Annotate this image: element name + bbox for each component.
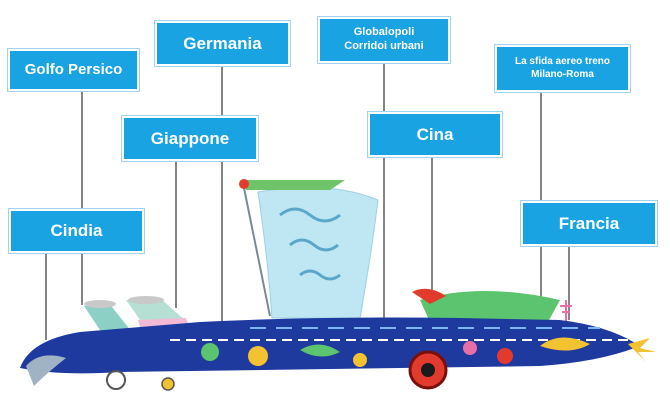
- label-cina: Cina: [368, 112, 502, 157]
- sail-pattern: [279, 207, 341, 281]
- label-francia: Francia: [521, 201, 657, 246]
- label-sfida: La sfida aereo treno Milano-Roma: [495, 45, 630, 92]
- patch-pink: [463, 341, 477, 355]
- label-golfo-persico: Golfo Persico: [8, 49, 139, 91]
- front-dome: [420, 291, 560, 322]
- patch-yellow: [248, 346, 268, 366]
- sail-mast: [243, 187, 271, 317]
- label-giappone-text: Giappone: [150, 128, 230, 148]
- label-cindia-text: Cindia: [50, 221, 103, 241]
- label-germania-text: Germania: [183, 33, 262, 53]
- label-cindia: Cindia: [9, 209, 144, 253]
- label-globalopoli-line2: Corridoi urbani: [344, 40, 424, 52]
- label-cina-text: Cina: [416, 124, 454, 144]
- rear-fin-left: [84, 302, 132, 336]
- rear-fin-cap-right: [128, 296, 164, 304]
- label-golfo-persico-text: Golfo Persico: [24, 60, 123, 78]
- sail: [257, 187, 379, 319]
- label-sfida-line1: La sfida aereo treno: [514, 56, 611, 67]
- label-globalopoli-line1: Globalopoli: [353, 26, 415, 39]
- small-wheel: [106, 370, 126, 390]
- label-germania: Germania: [155, 21, 290, 66]
- nose-spark: [628, 338, 656, 362]
- patch-yellow-2: [353, 353, 367, 367]
- label-globalopoli: Globalopoli Corridoi urbani: [318, 17, 450, 63]
- train-body: [20, 317, 640, 374]
- pennant: [246, 180, 345, 190]
- label-sfida-line2: Milano-Roma: [531, 68, 594, 80]
- patch-green: [201, 343, 219, 361]
- antenna: [560, 300, 572, 322]
- small-wheel-2: [161, 377, 175, 391]
- red-wheel-hub: [421, 363, 435, 377]
- front-dome-red: [412, 288, 446, 304]
- rear-fin-cap-left: [84, 300, 116, 308]
- label-giappone: Giappone: [122, 116, 258, 161]
- pennant-dot: [239, 179, 249, 189]
- patch-yellow-3: [540, 337, 590, 351]
- patch-red: [497, 348, 513, 364]
- tail-fin: [26, 355, 66, 386]
- patch-green-2: [300, 344, 340, 357]
- label-francia-text: Francia: [558, 213, 620, 233]
